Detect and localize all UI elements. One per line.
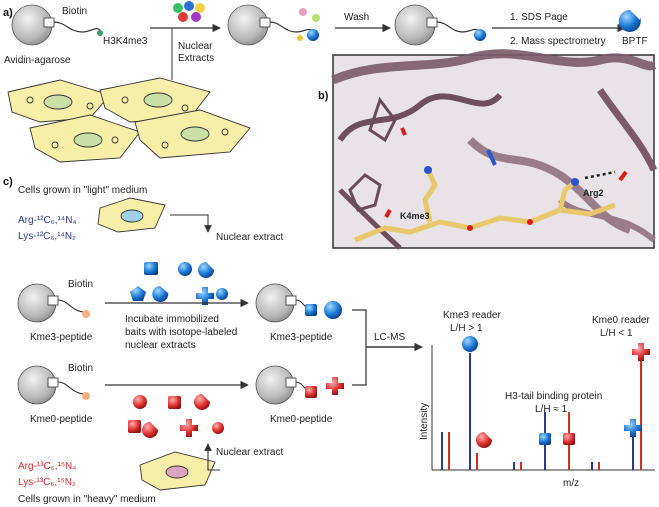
ms-y-axis-label: Intensity <box>419 403 430 440</box>
biotin-label-a: Biotin <box>62 6 87 17</box>
h3-heavy-protein-icon <box>563 433 575 445</box>
light-arg-label: Arg-¹²C₆,¹⁴N₄ <box>18 215 77 226</box>
arrow-heavy-extract <box>204 443 220 471</box>
sds-page-label: 1. SDS Page <box>510 12 568 23</box>
structure-image-box <box>331 49 658 250</box>
kme3-reader-label: Kme3 reader <box>443 310 501 321</box>
kme0-light-protein-icon <box>624 419 642 437</box>
light-medium-title: Cells grown in "light" medium <box>18 185 147 196</box>
kme0-ratio-label: L/H < 1 <box>600 328 633 339</box>
panel-a-label: a) <box>3 7 13 19</box>
h3-light-protein-icon <box>539 433 551 445</box>
incubate-line-1: Incubate immobilized <box>125 314 219 325</box>
bead-washed-a <box>394 4 486 46</box>
incubate-line-3: nuclear extracts <box>125 340 196 351</box>
kme0-peptide-label: Kme0-peptide <box>30 414 93 425</box>
kme0-reader-protein-icon <box>632 343 650 361</box>
kme0-peptide-right-label: Kme0-peptide <box>270 414 333 425</box>
nuclear-extracts-label-2: Extracts <box>178 53 214 64</box>
h3k4me3-label: H3K4me3 <box>103 36 148 47</box>
ms-spectrum-plot <box>431 336 655 471</box>
nuclear-extracts-label-1: Nuclear <box>178 41 213 52</box>
biotin-top-label: Biotin <box>68 279 93 290</box>
kme0-bound-bead <box>255 365 344 405</box>
arrow-light-extract <box>170 214 212 233</box>
red-protein-cloud <box>128 394 224 438</box>
biotin-bottom-label: Biotin <box>68 363 93 374</box>
h3tail-label: H3-tail binding protein <box>505 391 602 402</box>
avidin-agarose-label: Avidin-agarose <box>4 55 71 66</box>
blue-protein-cloud <box>130 262 228 305</box>
lcms-label: LC-MS <box>374 332 405 343</box>
kme3-bead <box>17 283 90 323</box>
avidin-bead-a <box>11 4 103 46</box>
kme3-peptide-label: Kme3-peptide <box>30 332 93 343</box>
mass-spec-label: 2. Mass spectrometry <box>510 36 606 47</box>
bptf-label: BPTF <box>622 36 648 47</box>
bptf-protein-icon <box>618 9 641 32</box>
ms-x-axis-label: m/z <box>563 478 579 489</box>
incubate-line-2: baits with isotope-labeled <box>125 327 237 338</box>
kme3-heavy-protein-icon <box>476 432 492 448</box>
light-lys-label: Lys-¹²C₆,¹⁴N₂ <box>18 231 76 242</box>
light-cell <box>97 197 166 233</box>
nuclear-extract-bottom-label: Nuclear extract <box>216 447 283 458</box>
arg2-label: Arg2 <box>583 188 604 198</box>
kme3-bound-bead <box>255 283 342 323</box>
wash-label: Wash <box>344 12 369 23</box>
panel-c-label: c) <box>3 176 13 188</box>
bead-bound-a <box>227 4 320 46</box>
kme3-peptide-right-label: Kme3-peptide <box>270 332 333 343</box>
heavy-lys-label: Lys-¹³C₆,¹⁵N₂ <box>18 477 76 488</box>
cells-cluster-a <box>7 77 251 163</box>
kme0-reader-label: Kme0 reader <box>592 315 650 326</box>
nuclear-extract-top-label: Nuclear extract <box>216 232 283 243</box>
kme3-reader-protein-icon <box>462 336 478 352</box>
heavy-medium-title: Cells grown in "heavy" medium <box>18 494 156 505</box>
kme0-bead <box>17 365 90 405</box>
h3tail-ratio-label: L/H ≈ 1 <box>535 404 568 415</box>
kme3-ratio-label: L/H > 1 <box>450 323 483 334</box>
k4me3-label: K4me3 <box>400 211 430 221</box>
panel-b-label: b) <box>318 90 329 102</box>
heavy-cell <box>139 451 216 491</box>
protein-mix-a <box>173 1 205 22</box>
heavy-arg-label: Arg-¹³C₆,¹⁵N₄ <box>18 461 76 472</box>
